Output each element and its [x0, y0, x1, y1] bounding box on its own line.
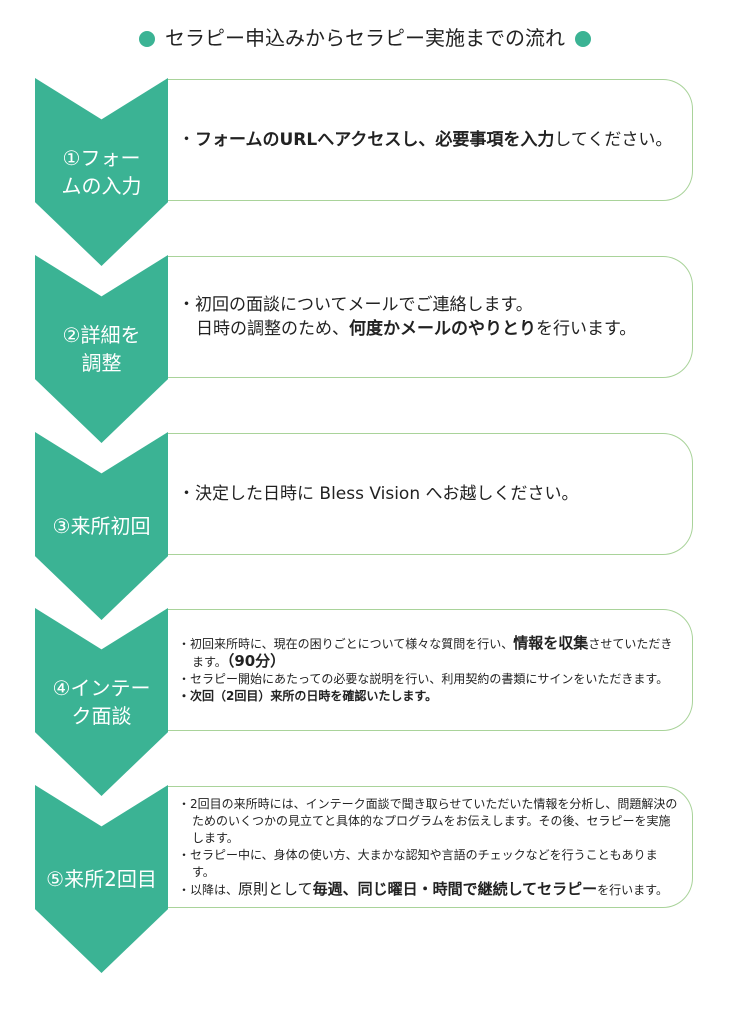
title-text: セラピー申込みからセラピー実施までの流れ: [165, 26, 565, 50]
step-arrow-2: ②詳細を調整: [35, 255, 168, 443]
step-text: ・初回来所時に、現在の困りごとについて様々な質問を行い、情報を収集させていただき…: [178, 634, 673, 704]
step-label: ①フォームの入力: [61, 146, 142, 198]
bullet-dot-icon: [575, 31, 591, 47]
step-box-3: ・決定した日時に Bless Vision へお越しください。: [168, 433, 693, 555]
page-title: セラピー申込みからセラピー実施までの流れ: [0, 22, 730, 51]
step-text: ・フォームのURLへアクセスし、必要事項を入力してください。: [178, 130, 673, 150]
step-arrow-1: ①フォームの入力: [35, 78, 168, 266]
step-arrow-5: ⑤来所2回目: [35, 785, 168, 973]
step-text: ・初回の面談についてメールでご連絡します。日時の調整のため、何度かメールのやりと…: [178, 295, 637, 339]
step-text: ・決定した日時に Bless Vision へお越しください。: [178, 484, 579, 504]
step-box-1: ・フォームのURLへアクセスし、必要事項を入力してください。: [168, 79, 693, 201]
step-text: ・2回目の来所時には、インテーク面談で聞き取らせていただいた情報を分析し、問題解…: [178, 796, 678, 898]
step-label: ⑤来所2回目: [46, 867, 157, 891]
step-label: ②詳細を調整: [62, 323, 141, 375]
step-box-5: ・2回目の来所時には、インテーク面談で聞き取らせていただいた情報を分析し、問題解…: [168, 786, 693, 908]
step-arrow-4: ④インテーク面談: [35, 608, 168, 796]
bullet-dot-icon: [139, 31, 155, 47]
step-box-2: ・初回の面談についてメールでご連絡します。日時の調整のため、何度かメールのやりと…: [168, 256, 693, 378]
step-box-4: ・初回来所時に、現在の困りごとについて様々な質問を行い、情報を収集させていただき…: [168, 609, 693, 731]
step-label: ④インテーク面談: [52, 676, 151, 728]
step-label: ③来所初回: [52, 514, 151, 538]
step-arrow-3: ③来所初回: [35, 432, 168, 620]
